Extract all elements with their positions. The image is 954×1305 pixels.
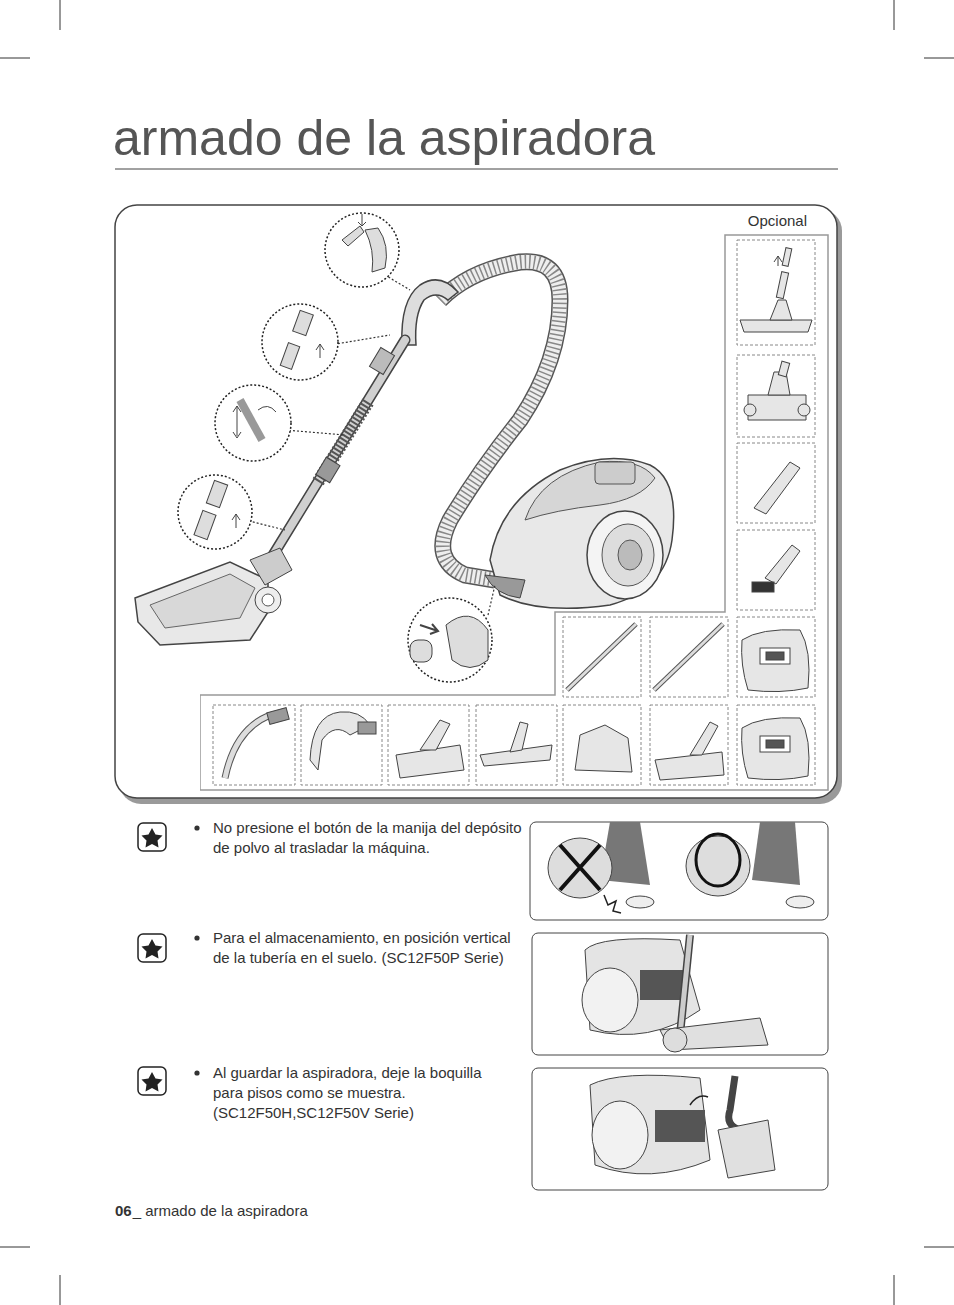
- optional-region: Opcional: [200, 212, 829, 791]
- region-label: Opcional: [748, 212, 807, 230]
- note-text: Para el almacenamiento, en posición vert…: [213, 928, 523, 968]
- accessories: [225, 248, 812, 780]
- page-title: armado de la aspiradora: [113, 108, 655, 168]
- page-footer: _ armado de la aspiradora: [133, 1201, 308, 1221]
- page-footer: 06: [115, 1201, 132, 1221]
- note-icons: [138, 823, 200, 1095]
- note-text: Al guardar la aspiradora, deje la boquil…: [213, 1063, 503, 1123]
- main-panel: [115, 205, 837, 798]
- note-illustrations: [530, 822, 828, 1190]
- region-outline: [200, 212, 829, 791]
- title-rule: [115, 169, 838, 170]
- region-outline-path: [200, 235, 828, 790]
- note-text: No presione el botón de la manija del de…: [213, 818, 523, 858]
